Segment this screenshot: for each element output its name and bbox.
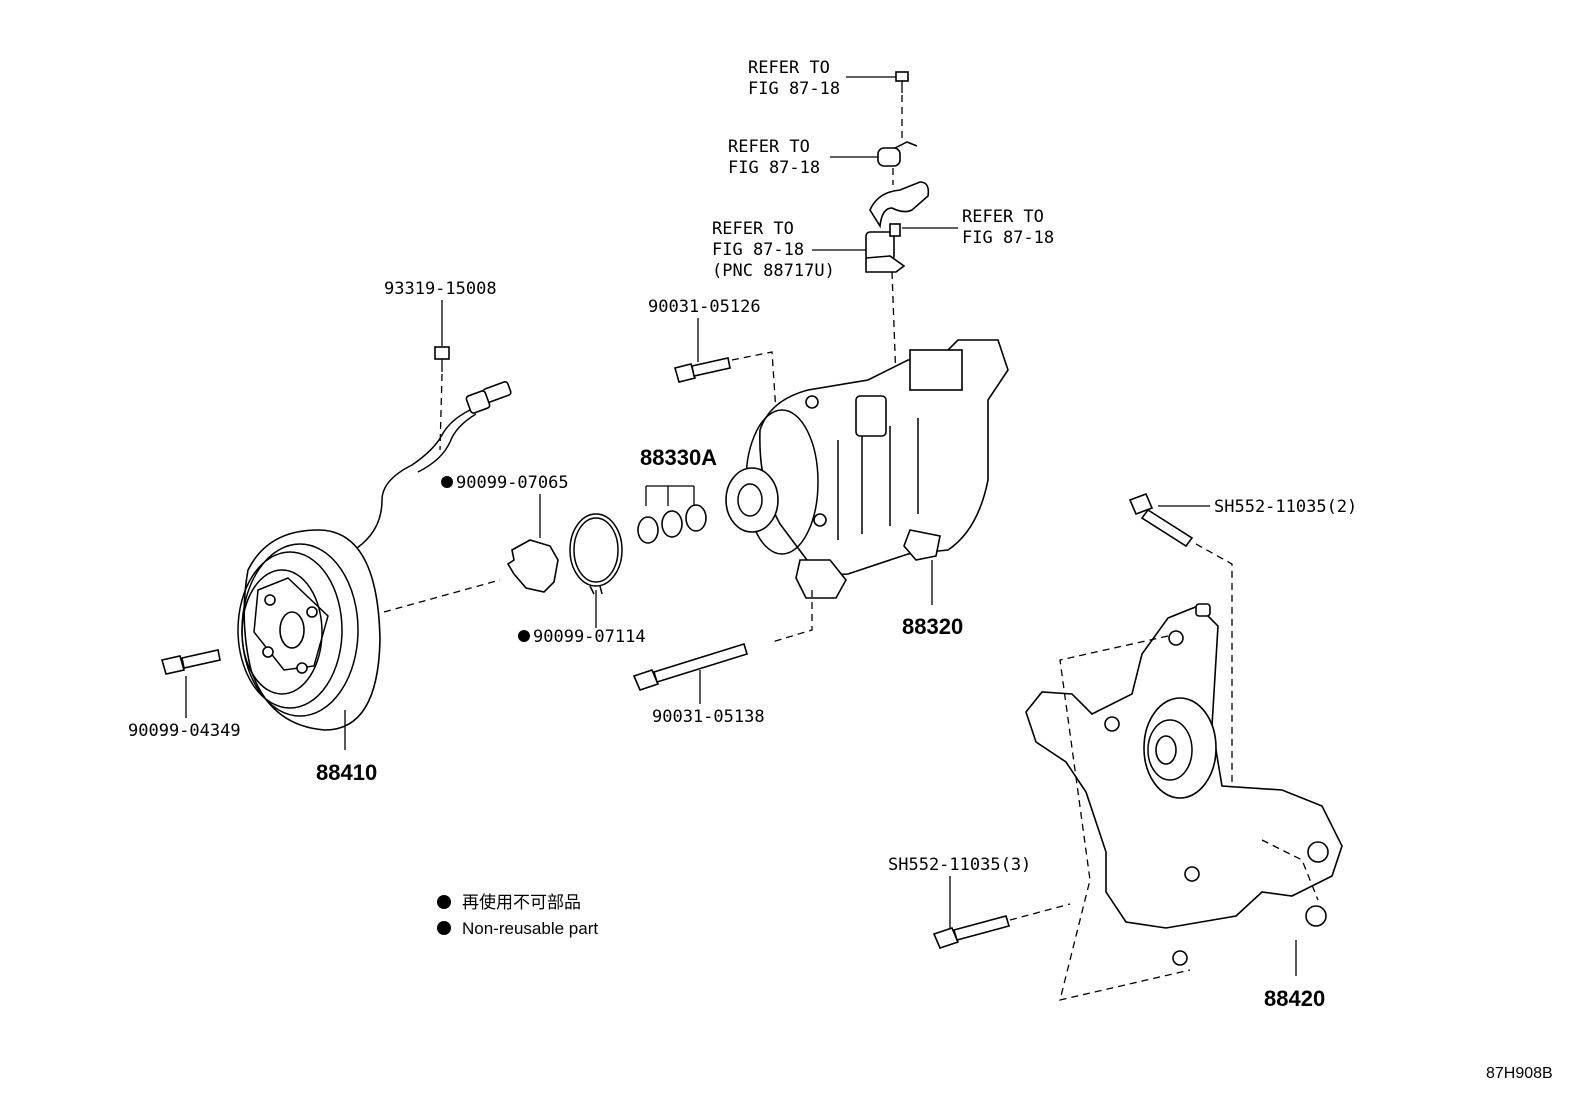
label-90099-07114: 90099-07114 — [533, 627, 646, 647]
refer-callout-2-line1: REFER TO — [728, 137, 810, 157]
compressor-bracket-icon — [1025, 603, 1343, 1001]
label-88410: 88410 — [316, 760, 377, 785]
label-90031-05126: 90031-05126 — [648, 297, 761, 317]
label-90031-05138: 90031-05138 — [652, 707, 765, 727]
callout-90099-07114[interactable]: 90099-07114 — [518, 590, 646, 647]
callout-90099-07065[interactable]: 90099-07065 — [441, 473, 569, 538]
callout-88330A[interactable]: 88330A — [640, 445, 717, 506]
non-reusable-dot-icon — [518, 630, 530, 642]
refer-callout-3-line3: (PNC 88717U) — [712, 261, 835, 281]
refer-callout-4-line2: FIG 87-18 — [962, 228, 1054, 248]
magnet-clutch-pulley-icon — [237, 529, 501, 731]
label-93319-15008: 93319-15008 — [384, 279, 497, 299]
refer-callout-4-line1: REFER TO — [962, 207, 1044, 227]
callout-sh552-11035-2[interactable]: SH552-11035(2) — [1158, 497, 1357, 517]
callout-90099-04349[interactable]: 90099-04349 — [128, 676, 241, 741]
pipe-bracket-icon — [865, 181, 930, 381]
callout-88420[interactable]: 88420 — [1264, 940, 1325, 1011]
callout-sh552-11035-3[interactable]: SH552-11035(3) — [888, 855, 1031, 928]
diagram-code: 87H908B — [1486, 1065, 1553, 1082]
bolt-sh552-2-icon — [1128, 492, 1233, 804]
refer-callout-2[interactable]: REFER TO FIG 87-18 — [728, 137, 880, 178]
bolt-sh552-3-icon — [932, 903, 1071, 949]
wire-harness-icon — [334, 381, 512, 557]
o-ring-set-icon — [637, 504, 707, 544]
clamp-icon — [877, 141, 918, 185]
label-90099-07065: 90099-07065 — [456, 473, 569, 493]
refer-callout-3-line1: REFER TO — [712, 219, 794, 239]
legend-line-japanese: 再使用不可部品 — [462, 892, 581, 912]
refer-callout-4[interactable]: REFER TO FIG 87-18 — [902, 207, 1054, 248]
label-88330A: 88330A — [640, 445, 717, 470]
callout-88320[interactable]: 88320 — [902, 560, 963, 639]
refer-callout-3[interactable]: REFER TO FIG 87-18 (PNC 88717U) — [712, 219, 866, 281]
refer-callout-1[interactable]: REFER TO FIG 87-18 — [748, 58, 896, 99]
label-sh552-11035-2: SH552-11035(2) — [1214, 497, 1357, 517]
refer-callout-2-line2: FIG 87-18 — [728, 158, 820, 178]
non-reusable-dot-icon — [437, 895, 451, 909]
non-reusable-dot-icon — [437, 921, 451, 935]
bolt-90031-05138-icon — [632, 642, 748, 691]
refer-callout-1-line2: FIG 87-18 — [748, 79, 840, 99]
label-88420: 88420 — [1264, 986, 1325, 1011]
non-reusable-dot-icon — [441, 476, 453, 488]
bolt-top-icon — [895, 71, 909, 140]
callout-88410[interactable]: 88410 — [316, 710, 377, 785]
label-90099-04349: 90099-04349 — [128, 721, 241, 741]
legend-line-english: Non-reusable part — [462, 919, 598, 938]
legend: 再使用不可部品 Non-reusable part — [437, 892, 598, 938]
bolt-90099-04349-icon — [160, 649, 221, 675]
label-sh552-11035-3: SH552-11035(3) — [888, 855, 1031, 875]
callout-90031-05126[interactable]: 90031-05126 — [648, 297, 761, 362]
refer-callout-3-line2: FIG 87-18 — [712, 240, 804, 260]
refer-callout-1-line1: REFER TO — [748, 58, 830, 78]
shim-plate-icon — [506, 539, 559, 593]
callout-93319-15008[interactable]: 93319-15008 — [384, 279, 497, 346]
snap-ring-icon — [569, 513, 623, 595]
bolt-90031-05126-icon — [674, 351, 777, 413]
compressor-icon — [725, 339, 1009, 643]
label-88320: 88320 — [902, 614, 963, 639]
callout-90031-05138[interactable]: 90031-05138 — [652, 670, 765, 727]
